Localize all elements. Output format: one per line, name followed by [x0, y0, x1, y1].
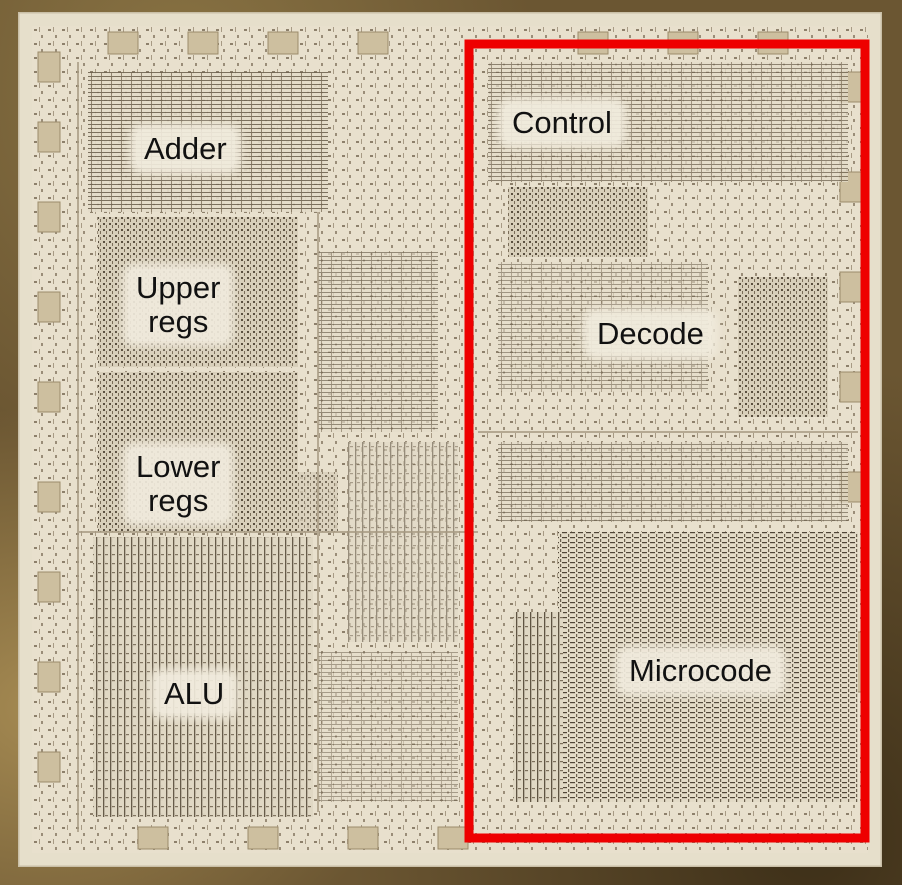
control-highlight-box	[464, 39, 870, 843]
label-adder: Adder	[136, 130, 235, 168]
die-circuitry	[18, 12, 882, 867]
label-lower-regs: Lower regs	[128, 448, 229, 520]
chip-die: Adder Upper regs Lower regs ALU Control …	[18, 12, 882, 867]
label-microcode: Microcode	[621, 652, 780, 690]
label-decode: Decode	[589, 315, 712, 353]
label-upper-regs: Upper regs	[128, 269, 229, 341]
label-alu: ALU	[156, 675, 233, 713]
label-control: Control	[504, 104, 620, 142]
